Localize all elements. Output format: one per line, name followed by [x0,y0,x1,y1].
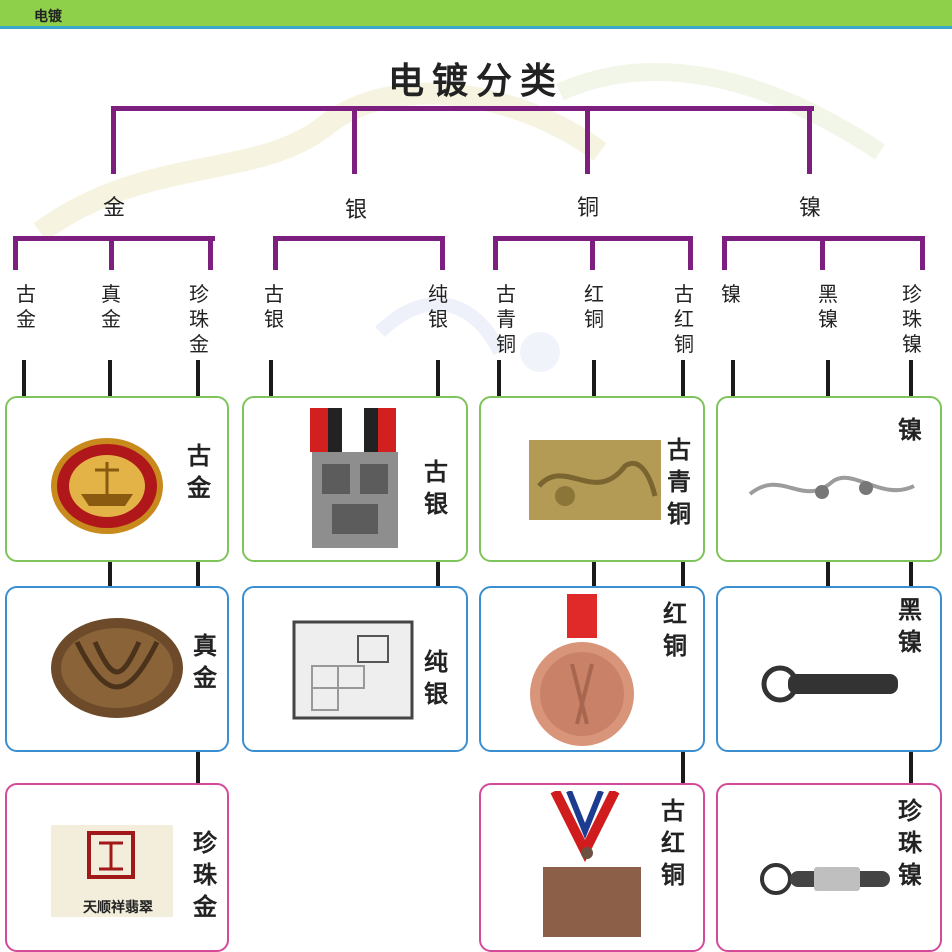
connector-gold-h [13,236,215,241]
connector-black [196,360,200,398]
connector-black [681,562,685,588]
card-nickel-pearl: 珍珠镍 [716,783,942,952]
connector-copper-v1 [493,236,498,270]
connector-black [22,360,26,398]
gold-coin-image [51,438,163,534]
connector-copper-v2 [590,236,595,270]
connector-gold-v2 [109,236,114,270]
connector-main-v1 [111,106,116,174]
card-label: 黑镍 [898,596,922,656]
category-copper: 铜 [576,196,599,221]
connector-black [497,360,501,398]
card-silver-pure: 纯银 [242,586,468,752]
sub-gold-pearl: 珍珠金 [189,282,209,356]
top-bar: 电镀 [0,0,952,29]
connector-black [681,752,685,786]
connector-black [269,360,273,398]
silver-square-badge-image [292,620,414,720]
card-label: 古银 [424,458,448,518]
pearl-nickel-keyring-image [760,863,890,895]
card-label: 古红铜 [661,797,685,889]
true-gold-badge-image [51,618,183,718]
red-copper-medal-image [530,594,634,746]
card-label: 古青铜 [667,436,691,528]
card-label: 镍 [898,416,922,444]
connector-main-h [111,106,814,111]
card-nickel-black: 黑镍 [716,586,942,752]
sub-gold-antique: 古金 [16,282,36,331]
silver-medal-image [310,408,398,548]
connector-black [592,360,596,398]
connector-black [826,360,830,398]
category-silver: 银 [344,198,367,223]
sub-nickel-black: 黑镍 [818,282,838,331]
card-label: 纯银 [424,648,448,708]
connector-main-v4 [807,106,812,174]
black-nickel-keyring-image [761,665,898,703]
connector-black [196,752,200,786]
bronze-plaque-image [529,440,661,520]
connector-black [108,562,112,588]
sub-nickel: 镍 [721,282,741,306]
connector-black [909,752,913,786]
connector-black [592,562,596,588]
connector-black [196,562,200,588]
sub-silver-antique: 古银 [264,282,284,331]
connector-black [681,360,685,398]
connector-gold-v3 [208,236,213,270]
connector-silver-v1 [273,236,278,270]
pearl-gold-logo-text: 天顺祥翡翠 [83,900,153,916]
page-title: 电镀分类 [387,61,564,102]
card-nickel: 镍 [716,396,942,562]
card-gold-true: 真金 [5,586,229,752]
sub-gold-true: 真金 [101,282,121,331]
connector-copper-v3 [688,236,693,270]
connector-black [731,360,735,398]
connector-black [826,562,830,588]
nickel-pin-image [748,475,915,499]
card-label: 真金 [193,632,217,692]
category-gold: 金 [102,196,125,221]
connector-nickel-v2 [820,236,825,270]
card-gold-antique: 古金 [5,396,229,562]
card-copper-antique-bronze: 古青铜 [479,396,705,562]
card-label: 古金 [187,442,211,502]
connector-black [909,562,913,588]
sub-nickel-pearl: 珍珠镍 [902,282,922,356]
card-copper-antique-red: 古红铜 [479,783,705,952]
antique-red-copper-medal-image [543,791,641,937]
card-label: 珍珠镍 [898,797,922,889]
connector-silver-v2 [440,236,445,270]
card-copper-red: 红铜 [479,586,705,752]
connector-nickel-v3 [920,236,925,270]
connector-black [436,360,440,398]
connector-nickel-v1 [722,236,727,270]
sub-copper-antique-red: 古红铜 [674,282,694,356]
connector-black [909,360,913,398]
card-gold-pearl: 天顺祥翡翠 珍珠金 [5,783,229,952]
connector-silver-h [273,236,445,241]
sub-copper-red: 红铜 [584,282,604,331]
connector-black [436,562,440,588]
category-nickel: 镍 [798,196,821,221]
connector-gold-v1 [13,236,18,270]
card-label: 红铜 [663,600,687,660]
sub-silver-pure: 纯银 [428,282,448,331]
pearl-gold-logo-image [51,825,173,917]
connector-black [108,360,112,398]
connector-main-v2 [352,106,357,174]
top-bar-label: 电镀 [34,9,62,25]
card-silver-antique: 古银 [242,396,468,562]
connector-main-v3 [585,106,590,174]
sub-copper-antique-bronze: 古青铜 [496,282,516,356]
card-label: 珍珠金 [193,829,217,921]
